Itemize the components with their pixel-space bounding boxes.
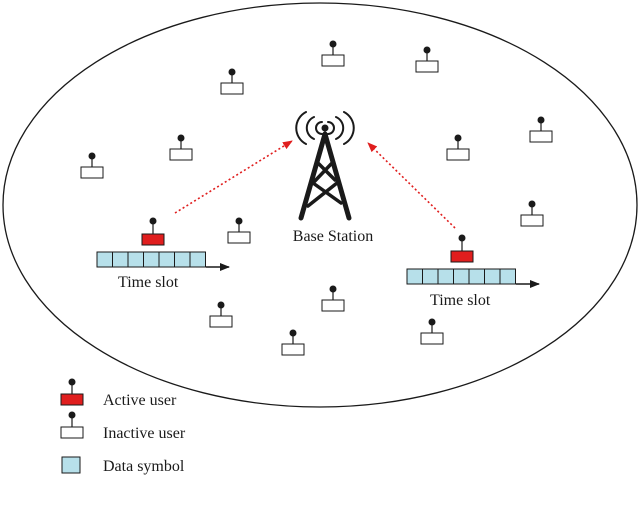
data-symbol [174,251,191,268]
inactive-user-icon [80,152,104,179]
inactive-user-icon [420,318,444,345]
legend: Active user Inactive user Data symbol [60,378,186,475]
legend-label-active-user: Active user [103,392,177,409]
base-station-label: Base Station [293,228,373,245]
time-slot-left [96,251,206,268]
inactive-user-icon [520,200,544,227]
inactive-user-icon [446,134,470,161]
data-symbol [468,268,485,285]
inactive-user-icon [227,217,251,244]
uplink-arrow-left [174,140,293,214]
cell-boundary [2,2,638,408]
inactive-user-icon [209,301,233,328]
inactive-user-icon [169,134,193,161]
inactive-user-icon [321,285,345,312]
data-symbol [189,251,206,268]
inactive-user-icon [415,46,439,73]
data-symbol [422,268,439,285]
inactive-user-icon [220,68,244,95]
inactive-user-icon [529,116,553,143]
uplink-arrow-right [367,142,456,229]
data-symbol [143,251,160,268]
active-user-icon [60,378,84,406]
data-symbol [158,251,175,268]
inactive-users-group [80,40,553,356]
data-symbol [453,268,470,285]
data-symbol [406,268,423,285]
inactive-user-icon [321,40,345,67]
inactive-user-icon [281,329,305,356]
data-symbol [499,268,516,285]
data-symbol [112,251,129,268]
data-symbol [96,251,113,268]
data-symbol [484,268,501,285]
data-symbol [437,268,454,285]
inactive-user-icon [60,411,84,439]
base-station-tower-icon [295,111,355,221]
time-slot-label-right: Time slot [430,292,491,309]
time-slot-label-left: Time slot [118,274,179,291]
legend-label-inactive-user: Inactive user [103,425,186,442]
legend-label-data-symbol: Data symbol [103,458,185,475]
active-user-left [141,217,165,246]
active-user-right [450,234,474,263]
data-symbol-icon [61,456,81,474]
data-symbol [127,251,144,268]
time-slot-right [406,268,516,285]
